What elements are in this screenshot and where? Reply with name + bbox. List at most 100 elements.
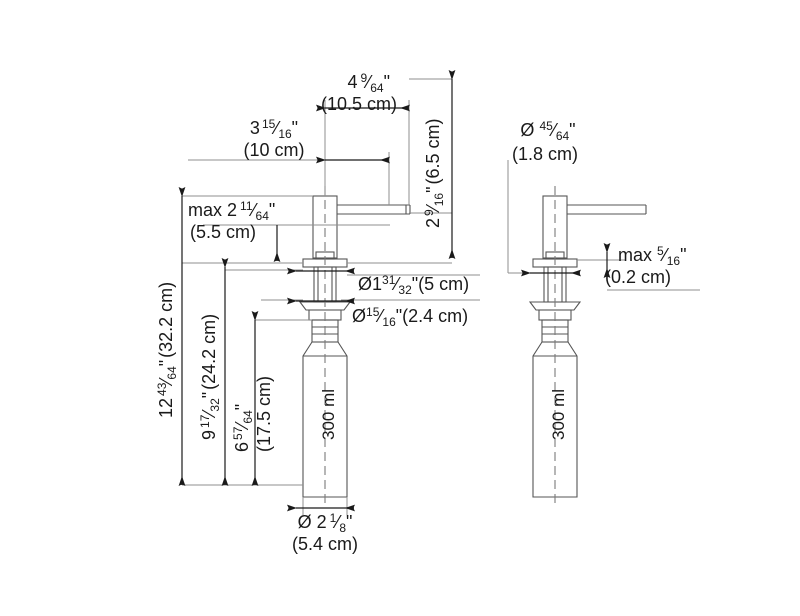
- total-height-den: 64: [165, 366, 179, 380]
- bottle-capacity-right: 300 ml: [549, 389, 568, 440]
- spout-reach-num: 9: [361, 71, 368, 85]
- svg-text:29⁄16"(6.5 cm): 2 9⁄16" (6.5 cm): [422, 119, 446, 228]
- total-height-slash: ⁄: [156, 377, 176, 387]
- spout-reach-whole: 4: [348, 72, 358, 92]
- spout-reach-unit: ": [384, 72, 390, 92]
- spout-height-whole: 2: [423, 218, 443, 228]
- left-view-dimensions: [178, 70, 480, 515]
- svg-text:315⁄16": 315⁄16": [250, 117, 298, 141]
- below-deck-height-whole: 9: [199, 430, 219, 440]
- svg-text:49⁄64": 49⁄64": [348, 71, 390, 95]
- bottle-height-den: 64: [241, 410, 255, 424]
- below-deck-height-metric: (24.2 cm): [199, 314, 219, 390]
- total-height-metric: (32.2 cm): [156, 282, 176, 358]
- bottle-diameter-num: 1: [330, 511, 337, 525]
- spout-reach-short-slash: ⁄: [271, 118, 281, 138]
- deck-thickness-max-metric: (0.2 cm): [605, 267, 671, 287]
- bottle-diameter-prefix: Ø: [298, 512, 317, 532]
- svg-text:Ø 21⁄8": Ø 21⁄8": [298, 511, 353, 535]
- bottle-capacity-left: 300 ml: [319, 389, 338, 440]
- below-deck-height-num: 17: [198, 414, 212, 428]
- svg-text:1243⁄64"(32.2 cm): 12 43⁄64" (32.2 cm): [155, 282, 179, 418]
- label-total-height: 12 43⁄64" (32.2 cm): [155, 282, 179, 418]
- deck-thickness-max-prefix: max: [618, 245, 657, 265]
- svg-text:max 5⁄16": max 5⁄16": [618, 244, 686, 268]
- lock-washer-right: [528, 301, 582, 311]
- label-spout-height: 2 9⁄16" (6.5 cm): [422, 119, 446, 228]
- label-pump-body-diameter: Ø 45⁄64" (1.8 cm): [512, 119, 578, 164]
- spout-height-slash: ⁄: [423, 203, 443, 213]
- flange-diameter-whole: 1: [372, 274, 382, 294]
- label-bottle-height: 657⁄64": [231, 404, 255, 452]
- spout-reach-den: 64: [370, 81, 384, 95]
- svg-text:Ø15⁄16"(2.4 cm): Ø15⁄16"(2.4 cm): [352, 305, 468, 329]
- right-view-dimensions: [507, 160, 700, 291]
- head-height-max-slash: ⁄: [249, 200, 259, 220]
- below-deck-height-slash: ⁄: [199, 409, 219, 419]
- deck-thickness-max-den: 16: [667, 254, 681, 268]
- thread-diameter-num: 15: [366, 305, 380, 319]
- spout-reach-short-den: 16: [278, 127, 292, 141]
- pump-body-diameter-metric: (1.8 cm): [512, 144, 578, 164]
- spout-reach-short-unit: ": [292, 118, 298, 138]
- thread-diameter-unit: ": [396, 306, 402, 326]
- flange-diameter-den: 32: [398, 283, 412, 297]
- spout-height-metric: (6.5 cm): [423, 119, 443, 185]
- pump-body-diameter-den: 64: [556, 129, 570, 143]
- flange-diameter-unit: ": [412, 274, 418, 294]
- below-deck-height-den: 32: [208, 398, 222, 412]
- svg-text:Ø131⁄32"(5 cm): Ø131⁄32"(5 cm): [358, 273, 469, 297]
- bottle-diameter-unit: ": [346, 512, 352, 532]
- spout-reach-slash: ⁄: [363, 72, 373, 92]
- bottle-height-num: 57: [231, 426, 245, 440]
- spout-height-den: 16: [432, 193, 446, 207]
- spout-height-unit: ": [423, 187, 443, 193]
- svg-text:Ø 45⁄64": Ø 45⁄64": [520, 119, 575, 143]
- total-height-unit: ": [156, 360, 176, 366]
- svg-text:917⁄32"(24.2 cm): 9 17⁄32" (24.2 cm): [198, 314, 222, 440]
- spout-reach-short-num: 15: [262, 117, 276, 131]
- label-below-deck-height: 9 17⁄32" (24.2 cm): [198, 314, 222, 440]
- pump-body-diameter-unit: ": [569, 120, 575, 140]
- bottle-diameter-slash: ⁄: [332, 512, 342, 532]
- label-bottle-height-metric: (17.5 cm): [254, 376, 274, 452]
- right-view-product: [528, 186, 647, 505]
- flange-diameter-metric: (5 cm): [418, 274, 469, 294]
- head-height-max-whole: 2: [227, 200, 237, 220]
- spout-height-num: 9: [422, 209, 436, 216]
- pump-body-diameter-num: 45: [539, 119, 553, 133]
- bottle-diameter-den: 8: [339, 521, 346, 535]
- head-height-max-metric: (5.5 cm): [190, 222, 256, 242]
- bottle-diameter-whole: 2: [317, 512, 327, 532]
- bottle-height-metric: (17.5 cm): [254, 376, 274, 452]
- flange-diameter-num: 31: [382, 273, 396, 287]
- label-deck-thickness-max: max 5⁄16" (0.2 cm): [605, 244, 686, 287]
- thread-diameter-den: 16: [382, 315, 396, 329]
- bottle-height-unit: ": [232, 404, 252, 410]
- label-bottle-capacity-right: 300 ml: [549, 389, 568, 440]
- left-view-product: [298, 186, 411, 505]
- spout-reach-metric: (10.5 cm): [321, 94, 397, 114]
- deck-thickness-max-num: 5: [657, 244, 664, 258]
- pump-body-diameter-prefix: Ø: [520, 120, 539, 140]
- svg-text:657⁄64": 657⁄64": [231, 404, 255, 452]
- pump-body-diameter-slash: ⁄: [549, 120, 559, 140]
- total-height-whole: 12: [156, 398, 176, 418]
- head-height-max-prefix: max: [188, 200, 227, 220]
- total-height-num: 43: [155, 382, 169, 396]
- label-flange-diameter: Ø131⁄32"(5 cm): [358, 273, 469, 297]
- deck-thickness-max-slash: ⁄: [660, 245, 670, 265]
- below-deck-height-unit: ": [199, 392, 219, 398]
- head-height-max-num: 11: [240, 199, 253, 213]
- label-thread-diameter: Ø15⁄16"(2.4 cm): [352, 305, 468, 329]
- bottle-diameter-metric: (5.4 cm): [292, 534, 358, 554]
- head-height-max-unit: ": [269, 200, 275, 220]
- deck-thickness-max-unit: ": [680, 245, 686, 265]
- thread-diameter-metric: (2.4 cm): [402, 306, 468, 326]
- flange-diameter-slash: ⁄: [391, 274, 401, 294]
- spout-reach-short-whole: 3: [250, 118, 260, 138]
